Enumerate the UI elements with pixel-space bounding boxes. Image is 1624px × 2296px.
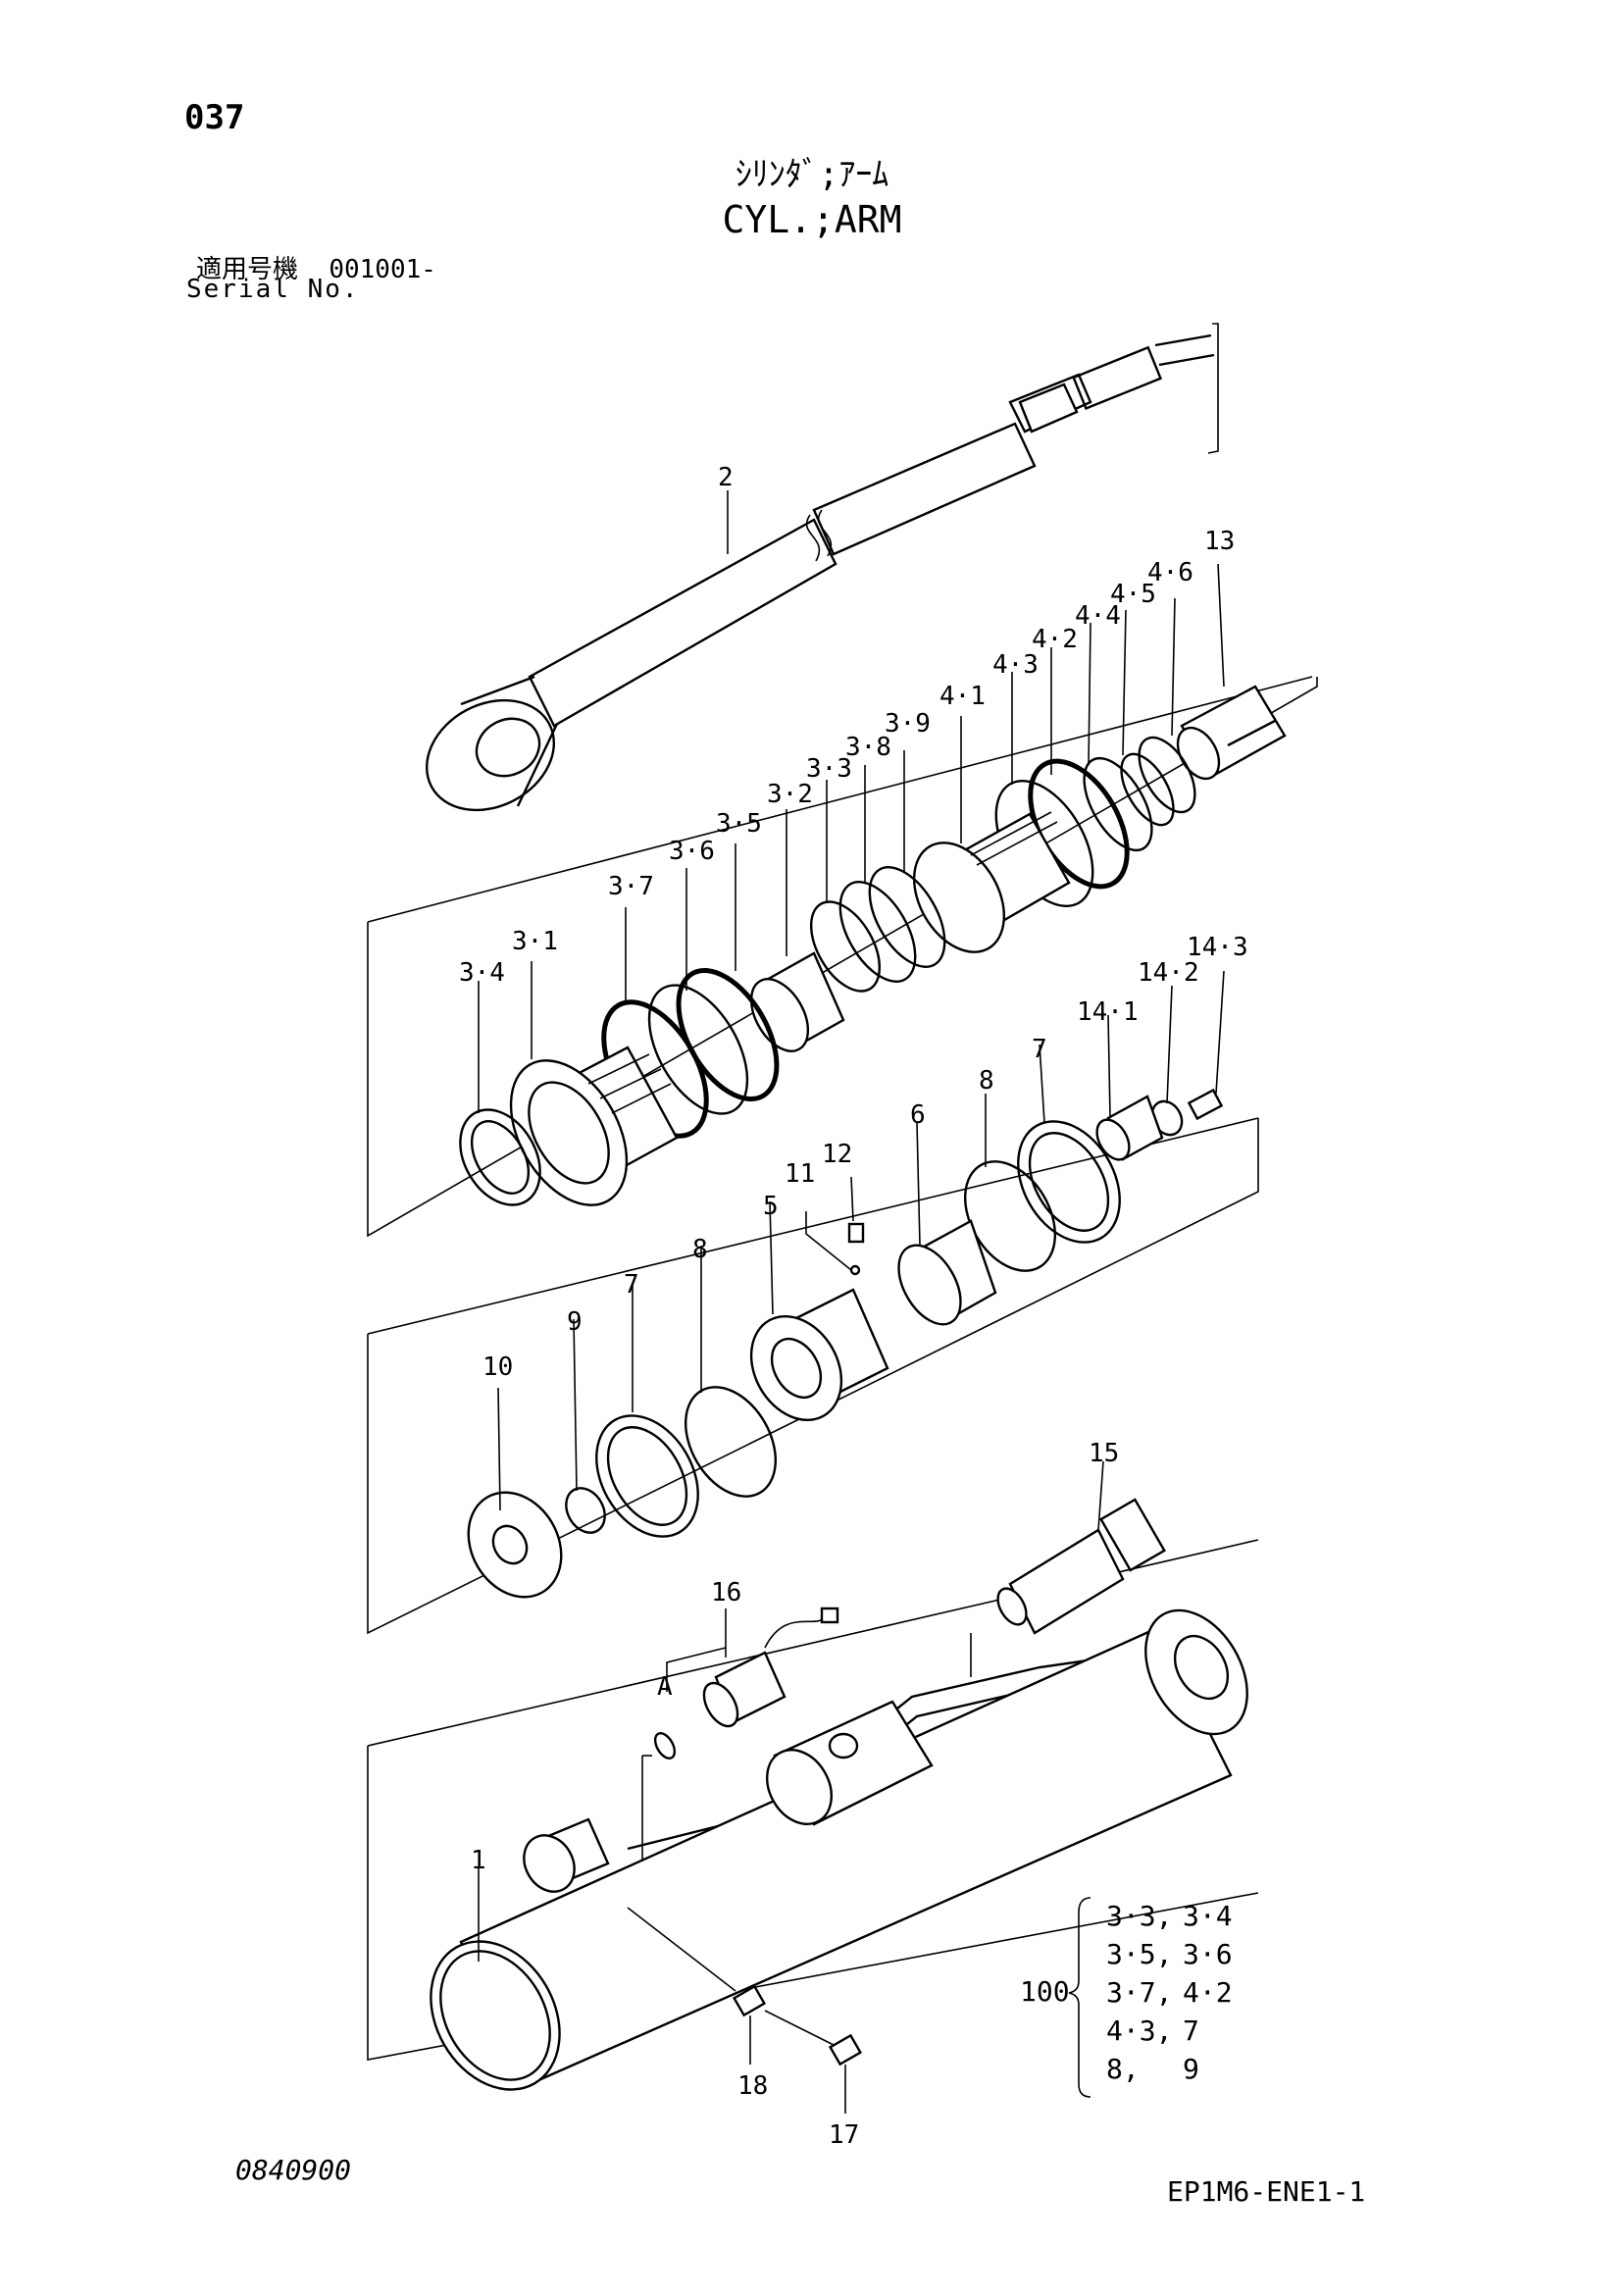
frame-piston-assembly: [367, 323, 1318, 1238]
callout-4-3: 4·3: [992, 650, 1039, 680]
kit-item: 4·2: [1183, 1976, 1233, 2009]
kit-item: 3·3,: [1106, 1900, 1173, 1932]
callout-3-4: 3·4: [459, 958, 505, 988]
serial-value: 001001-: [329, 255, 436, 284]
callout-1: 1: [471, 1846, 486, 1875]
kit-list-left: 3·3, 3·5, 3·7, 4·3, 8,: [1106, 1897, 1172, 2088]
callout-4-2: 4·2: [1032, 625, 1078, 654]
callout-labels: 2 13 4·6 4·5 4·4 4·2 4·3 4·1 3·9 3·8 3·3…: [459, 463, 1248, 2150]
kit-list-right: 3·4 3·6 4·2 7 9: [1183, 1897, 1233, 2088]
callout-17: 17: [829, 2120, 859, 2150]
callout-5: 5: [763, 1192, 779, 1221]
callout-10: 10: [482, 1352, 513, 1382]
page-number: 037: [184, 98, 245, 137]
leader-lines: [478, 490, 1225, 2114]
callout-11: 11: [785, 1159, 815, 1189]
kit-item: 3·4: [1183, 1900, 1233, 1932]
callout-3-8: 3·8: [845, 733, 891, 762]
kit-item: 7: [1183, 2015, 1199, 2047]
callout-14-3: 14·3: [1187, 933, 1248, 962]
callout-7-lower: 7: [624, 1270, 639, 1300]
callout-8-lower: 8: [692, 1235, 708, 1264]
serial-label-japanese: 適用号機 001001-: [196, 249, 436, 285]
kit-item: 3·5,: [1106, 1938, 1173, 1970]
callout-3-9: 3·9: [885, 709, 931, 739]
callout-3-7: 3·7: [608, 872, 654, 901]
callout-4-5: 4·5: [1110, 580, 1156, 609]
callout-2: 2: [718, 463, 734, 492]
piston-group-parts: [459, 685, 1287, 1206]
cushion-parts: [467, 1088, 1224, 1599]
callout-14-2: 14·2: [1138, 958, 1199, 988]
callout-16: 16: [711, 1578, 741, 1607]
piston-rod-part: [425, 333, 1215, 812]
callout-8-upper: 8: [979, 1066, 994, 1096]
kit-item: 3·7,: [1106, 1976, 1173, 2009]
callout-15: 15: [1089, 1439, 1119, 1468]
footer-document-code: EP1M6-ENE1-1: [1167, 2175, 1366, 2208]
callout-7-upper: 7: [1032, 1035, 1047, 1064]
callout-4-4: 4·4: [1075, 601, 1121, 631]
callout-13: 13: [1204, 527, 1235, 556]
title-english: CYL.;ARM: [722, 198, 902, 241]
kit-item: 8,: [1106, 2053, 1140, 2085]
serial-label-english: Serial No.: [186, 275, 360, 304]
callout-3-2: 3·2: [767, 780, 813, 809]
kit-brace: [1068, 1897, 1091, 2098]
callout-18: 18: [737, 2071, 768, 2101]
callout-6: 6: [910, 1100, 926, 1130]
title-japanese: ｼﾘﾝﾀﾞ;ｱｰﾑ: [735, 155, 889, 194]
callout-9: 9: [567, 1307, 583, 1337]
callout-14-1: 14·1: [1077, 997, 1139, 1027]
kit-item: 9: [1183, 2053, 1199, 2085]
footer-drawing-number: 0840900: [235, 2154, 352, 2186]
callout-3-6: 3·6: [669, 837, 715, 866]
callout-12: 12: [822, 1140, 852, 1169]
kit-item: 3·6: [1183, 1938, 1233, 1970]
callout-4-6: 4·6: [1147, 558, 1193, 587]
callout-3-5: 3·5: [716, 809, 762, 839]
callout-3-3: 3·3: [806, 754, 852, 784]
callout-A: A: [657, 1672, 673, 1702]
serial-label-jp-text: 適用号機: [196, 255, 299, 284]
cylinder-tube-parts: [430, 1498, 1248, 2091]
callout-4-1: 4·1: [939, 682, 986, 711]
kit-number: 100: [1020, 1975, 1070, 2008]
callout-3-1: 3·1: [512, 927, 558, 956]
kit-item: 4·3,: [1106, 2015, 1173, 2047]
